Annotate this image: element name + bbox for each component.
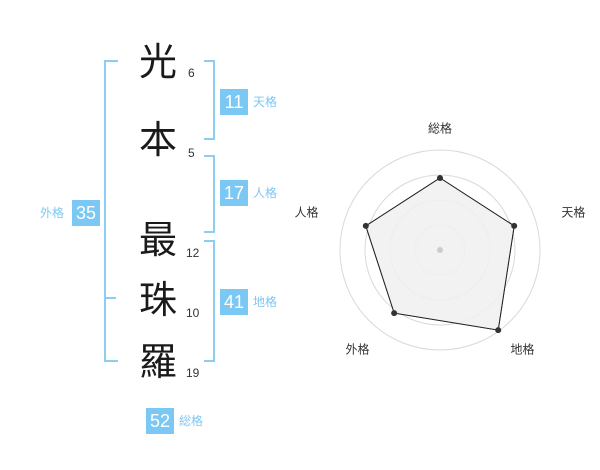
- radar-axis-label-5: 人格: [294, 205, 319, 220]
- jinkaku-value: 17: [220, 180, 249, 206]
- name-char-5: 羅: [138, 340, 177, 384]
- gaikaku-bracket-mid: [104, 297, 116, 299]
- stroke-count-4: 10: [186, 306, 200, 320]
- tenkaku-value: 11: [220, 89, 248, 115]
- radar-point-1: [437, 175, 443, 181]
- radar-frame: [365, 177, 515, 331]
- gaikaku-value: 35: [72, 200, 101, 226]
- stroke-count-5: 19: [186, 366, 200, 380]
- gaikaku-label: 外格: [40, 206, 65, 220]
- name-char-2: 本: [138, 118, 177, 162]
- radar-point-3: [495, 327, 502, 334]
- chikaku-bracket: [204, 240, 215, 362]
- stroke-count-3: 12: [186, 246, 200, 260]
- radar-axis-label-1: 総格: [427, 121, 453, 136]
- gaikaku-bracket: [104, 60, 118, 362]
- radar-data-area: [365, 177, 515, 331]
- jinkaku-label: 人格: [253, 186, 278, 200]
- radar-grid-ring: [339, 149, 541, 351]
- radar-axis-label-2: 天格: [561, 205, 586, 220]
- radar-grid-ring: [389, 199, 491, 301]
- chikaku-label: 地格: [253, 295, 278, 309]
- stroke-count-2: 5: [188, 146, 195, 160]
- stroke-count-1: 6: [188, 66, 195, 80]
- radar-point-5: [362, 222, 369, 229]
- name-char-1: 光: [138, 40, 177, 84]
- jinkaku-bracket: [204, 155, 215, 233]
- name-char-4: 珠: [138, 278, 177, 322]
- soukaku-label: 総格: [179, 414, 204, 428]
- name-char-3: 最: [138, 218, 177, 262]
- radar-grid-ring: [364, 174, 516, 326]
- radar-point-2: [511, 222, 518, 229]
- radar-point-4: [391, 310, 398, 317]
- soukaku-value: 52: [146, 408, 175, 434]
- radar-axis-label-3: 地格: [510, 342, 535, 357]
- radar-grid-ring: [414, 224, 466, 276]
- radar-center-dot: [437, 247, 443, 253]
- chikaku-value: 41: [220, 289, 249, 315]
- tenkaku-label: 天格: [253, 95, 278, 109]
- radar-axis-label-4: 外格: [345, 342, 370, 357]
- tenkaku-bracket: [204, 60, 215, 140]
